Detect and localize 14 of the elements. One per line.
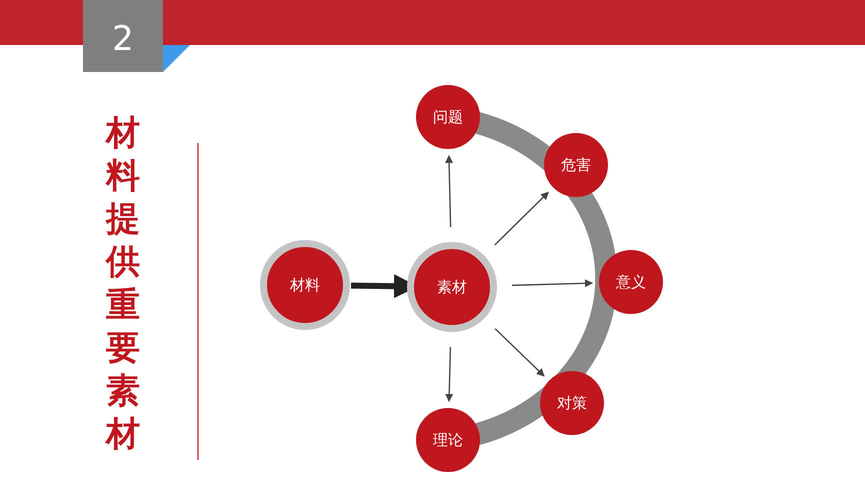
arrow [494, 328, 545, 377]
circle-node: 问题 [416, 85, 480, 149]
circle-node: 素材 [407, 242, 497, 332]
arrow [445, 346, 454, 402]
arrow [512, 279, 594, 288]
circle-node: 对策 [540, 371, 604, 435]
section-number: 2 [83, 0, 163, 72]
circle-node: 危害 [544, 133, 608, 197]
vertical-title: 材料提供重要素材 [104, 112, 141, 456]
circle-node: 材料 [260, 240, 350, 330]
arrow [445, 155, 454, 228]
circle-node: 理论 [416, 408, 480, 472]
circle-node: 意义 [599, 250, 663, 314]
arrow [494, 192, 549, 246]
